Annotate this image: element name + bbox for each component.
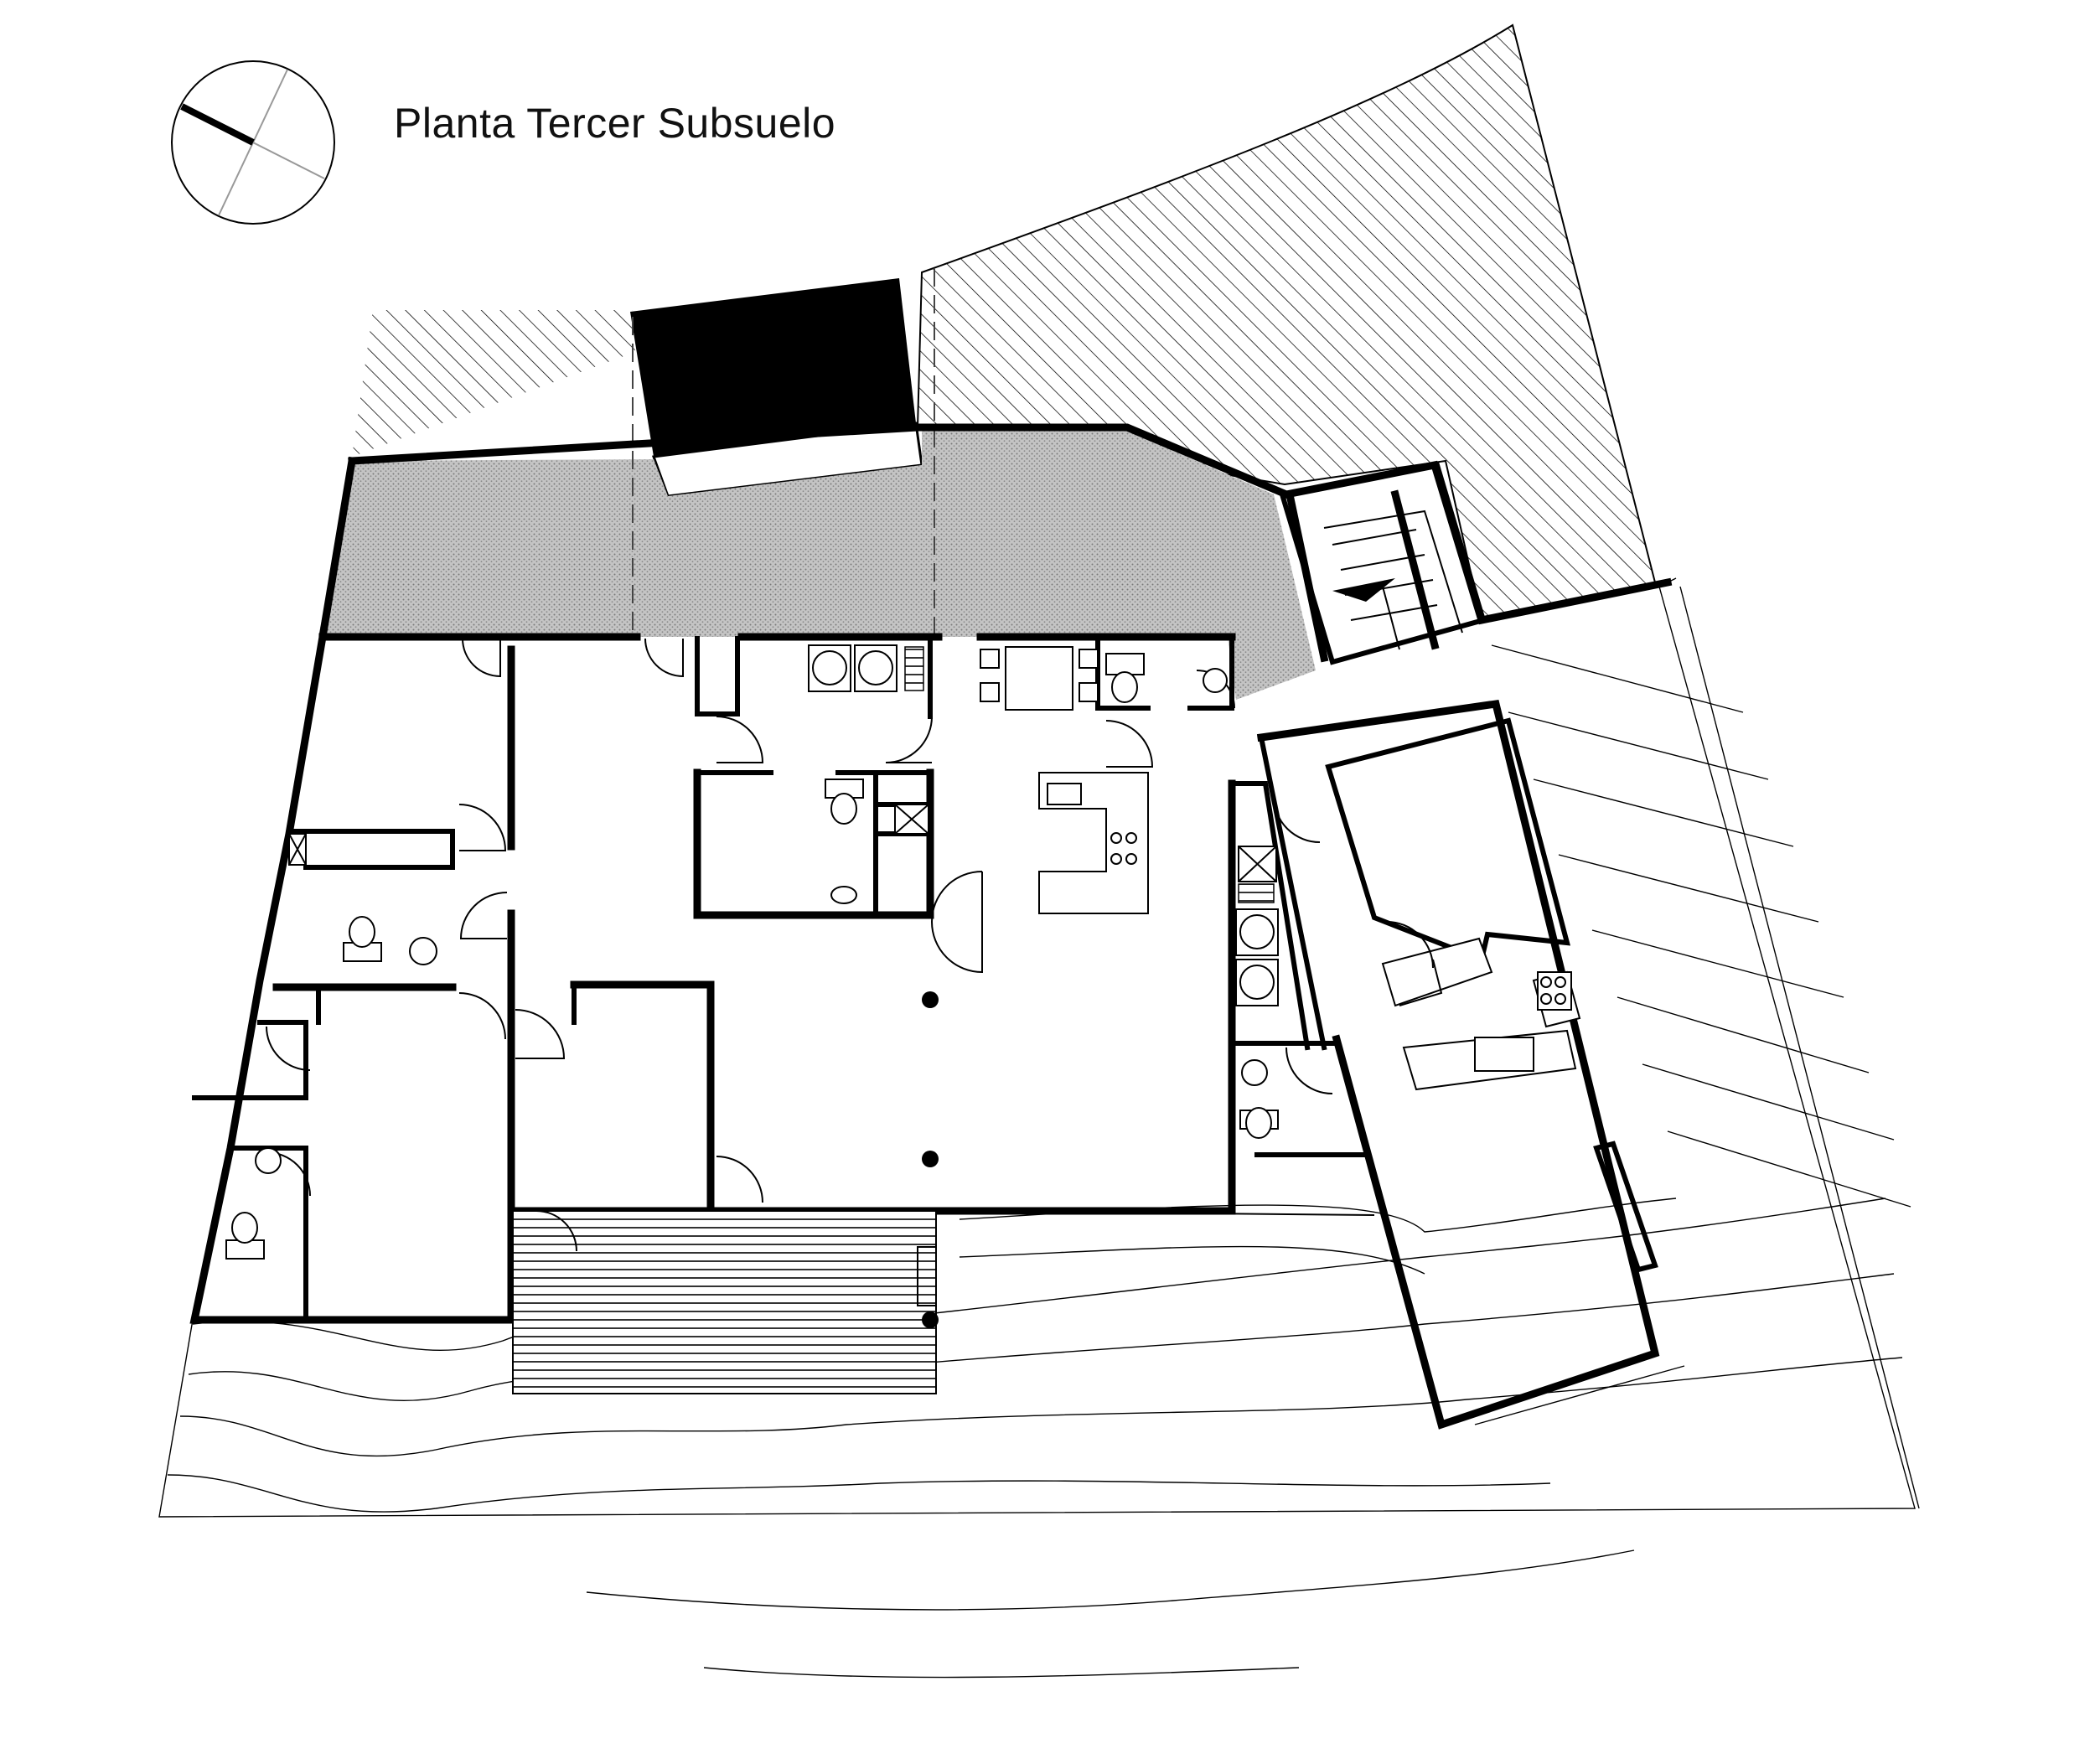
- solid-block: [630, 278, 923, 498]
- column: [922, 1151, 939, 1167]
- site-contours: [158, 577, 1920, 1679]
- fixtures: [225, 644, 1572, 1260]
- stair-direction-icon: [1332, 578, 1395, 602]
- north-arrow-icon: [171, 60, 335, 225]
- deck: [512, 1210, 1375, 1394]
- earth-hatch: [352, 23, 1657, 622]
- column: [922, 991, 939, 1008]
- stair-core: [1279, 462, 1487, 665]
- page-title: Planta Tercer Subsuelo: [394, 100, 836, 147]
- gravel-courtyard: [318, 429, 1316, 700]
- column: [922, 1311, 939, 1328]
- guest-wing: [1256, 699, 1685, 1430]
